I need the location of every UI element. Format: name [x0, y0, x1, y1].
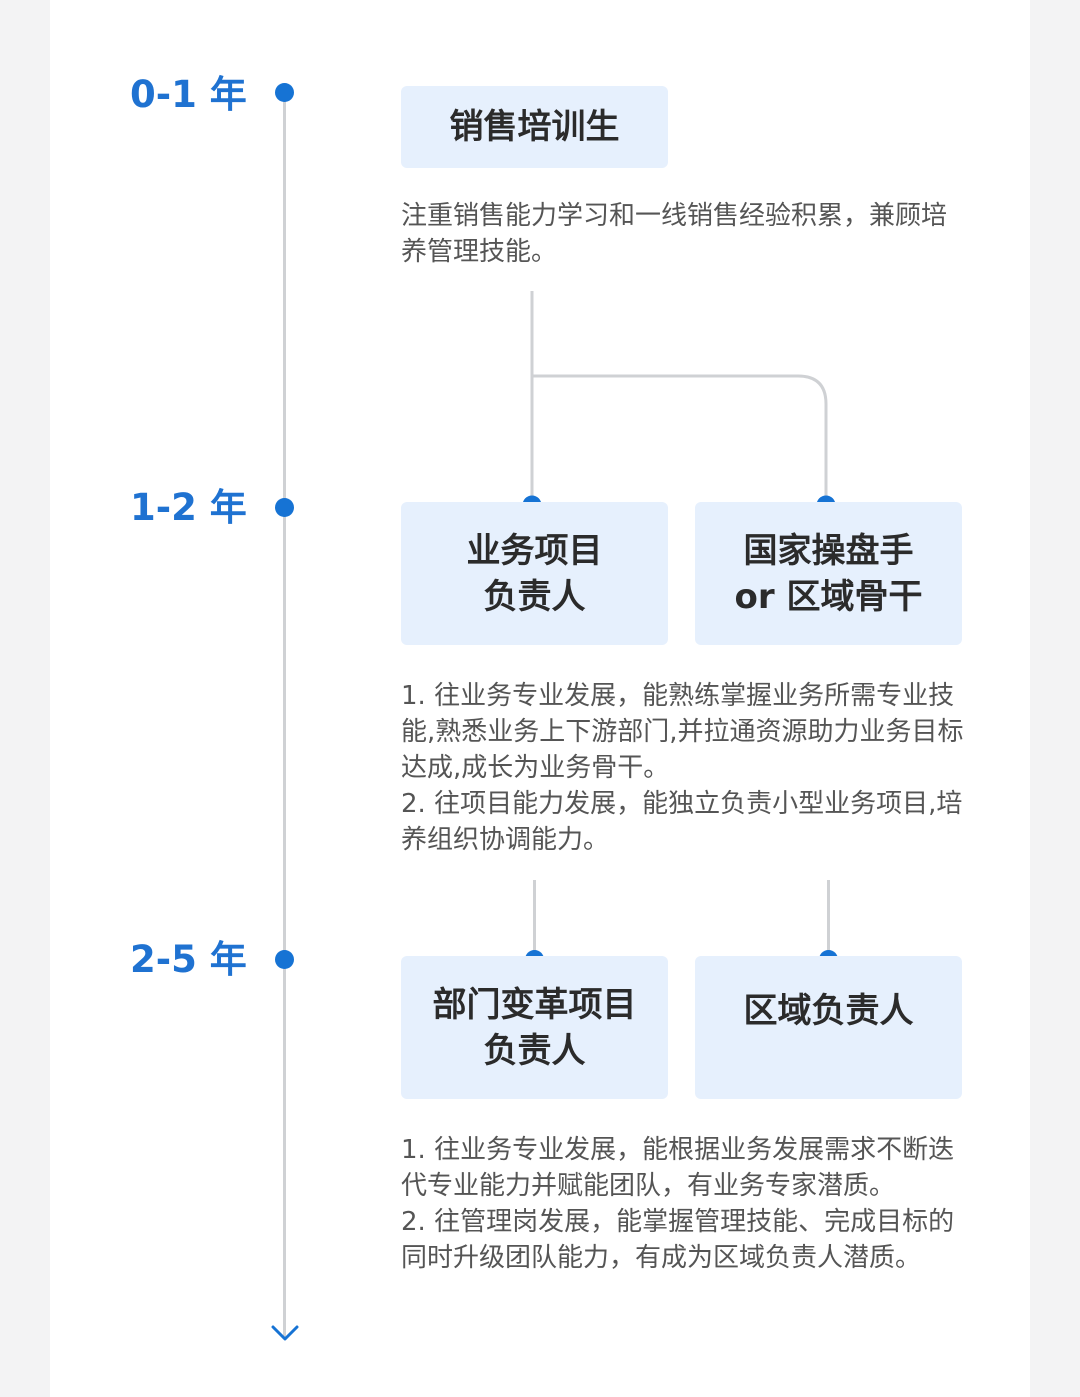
role-box-dept-transformation-lead: 部门变革项目 负责人	[401, 956, 668, 1099]
role-box-business-project-lead: 业务项目 负责人	[401, 502, 668, 645]
chevron-down-icon	[271, 1325, 299, 1341]
description-item-2: 2. 往项目能力发展，能独立负责小型业务项目,培养组织协调能力。	[401, 789, 963, 855]
connector-right	[827, 880, 830, 958]
stage3-description: 1. 往业务专业发展，能根据业务发展需求不断迭代专业能力并赋能团队，有业务专家潜…	[401, 1132, 967, 1276]
description-item-1: 1. 往业务专业发展，能根据业务发展需求不断迭代专业能力并赋能团队，有业务专家潜…	[401, 1135, 955, 1201]
stage2-description: 1. 往业务专业发展，能熟练掌握业务所需专业技能,熟悉业务上下游部门,并拉通资源…	[401, 678, 967, 858]
role-box-regional-lead: 区域负责人	[695, 956, 962, 1099]
timeline-dot-1-2	[275, 498, 294, 517]
branch-connector	[522, 291, 836, 515]
role-box-label: 区域负责人	[743, 991, 914, 1031]
year-label-1-2: 1-2 年	[130, 486, 247, 529]
connector-left	[533, 880, 536, 958]
role-box-sales-trainee: 销售培训生	[401, 86, 668, 168]
role-box-country-operator: 国家操盘手 or 区域骨干	[695, 502, 962, 645]
timeline-dot-0-1	[275, 83, 294, 102]
role-box-label-line2: 负责人	[483, 1030, 586, 1071]
year-label-0-1: 0-1 年	[130, 73, 247, 116]
role-box-label-line1: 部门变革项目	[432, 984, 637, 1025]
stage1-description: 注重销售能力学习和一线销售经验积累，兼顾培养管理技能。	[401, 198, 967, 270]
role-box-label-line2: or 区域骨干	[734, 576, 923, 617]
role-box-label-line2: 负责人	[483, 576, 586, 617]
description-item-2: 2. 往管理岗发展，能掌握管理技能、完成目标的同时升级团队能力，有成为区域负责人…	[401, 1207, 955, 1273]
timeline-dot-2-5	[275, 950, 294, 969]
role-box-label-line1: 国家操盘手	[743, 530, 914, 571]
description-item-1: 1. 往业务专业发展，能熟练掌握业务所需专业技能,熟悉业务上下游部门,并拉通资源…	[401, 681, 964, 783]
role-box-label: 销售培训生	[449, 107, 620, 147]
description-text: 注重销售能力学习和一线销售经验积累，兼顾培养管理技能。	[401, 201, 948, 267]
year-label-2-5: 2-5 年	[130, 938, 247, 981]
role-box-label-line1: 业务项目	[466, 530, 603, 571]
timeline-line	[283, 92, 286, 1338]
content-panel	[50, 0, 1030, 1397]
